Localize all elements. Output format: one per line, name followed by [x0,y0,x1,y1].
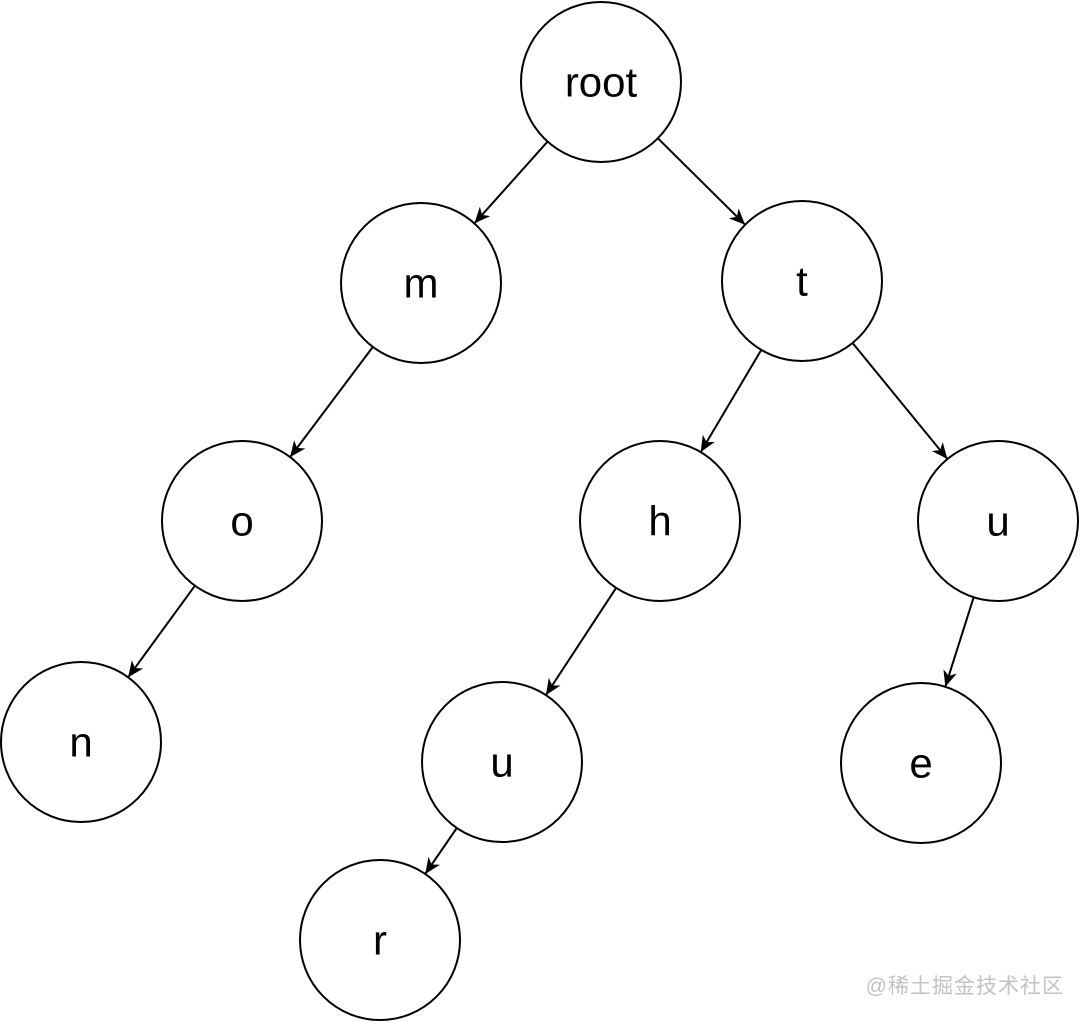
node-label-u-mid: u [490,739,513,786]
tree-node-n: n [0,661,162,823]
edge-t-to-u-right [851,342,949,460]
node-label-r: r [373,917,387,964]
node-label-t: t [796,258,808,305]
tree-node-m: m [340,202,502,364]
edge-u-right-to-e [943,596,975,688]
watermark: @稀土掘金技术社区 [865,975,1064,998]
node-circle-n [0,661,162,823]
tree-node-h: h [579,440,741,602]
tree-node-e: e [840,682,1002,844]
edge-root-to-m [473,140,549,225]
node-circle-m [340,202,502,364]
node-label-root: root [565,59,638,106]
tree-node-u-mid: u [421,681,583,843]
node-circle-r [299,859,461,1021]
node-circle-t [721,200,883,362]
node-label-m: m [404,260,439,307]
tree-node-r: r [299,859,461,1021]
tree-node-o: o [161,440,323,602]
edge-h-to-u-mid [545,587,617,696]
node-label-e: e [909,740,932,787]
edge-o-to-n [127,585,196,678]
node-circle-u-mid [421,681,583,843]
edge-t-to-h [699,349,763,453]
edge-root-to-t [657,137,746,226]
node-circle-o [161,440,323,602]
node-circle-h [579,440,741,602]
edge-m-to-o [289,346,374,458]
tree-node-u-right: u [917,440,1079,602]
tree-node-t: t [721,200,883,362]
node-label-o: o [230,498,253,545]
node-circle-e [840,682,1002,844]
node-label-u-right: u [986,498,1009,545]
tree-node-root: root [520,1,682,163]
node-circle-u-right [917,440,1079,602]
node-label-n: n [69,719,92,766]
node-circle-root [520,1,682,163]
node-label-h: h [648,498,671,545]
edges-layer [127,137,975,875]
edge-u-mid-to-r [424,827,458,875]
